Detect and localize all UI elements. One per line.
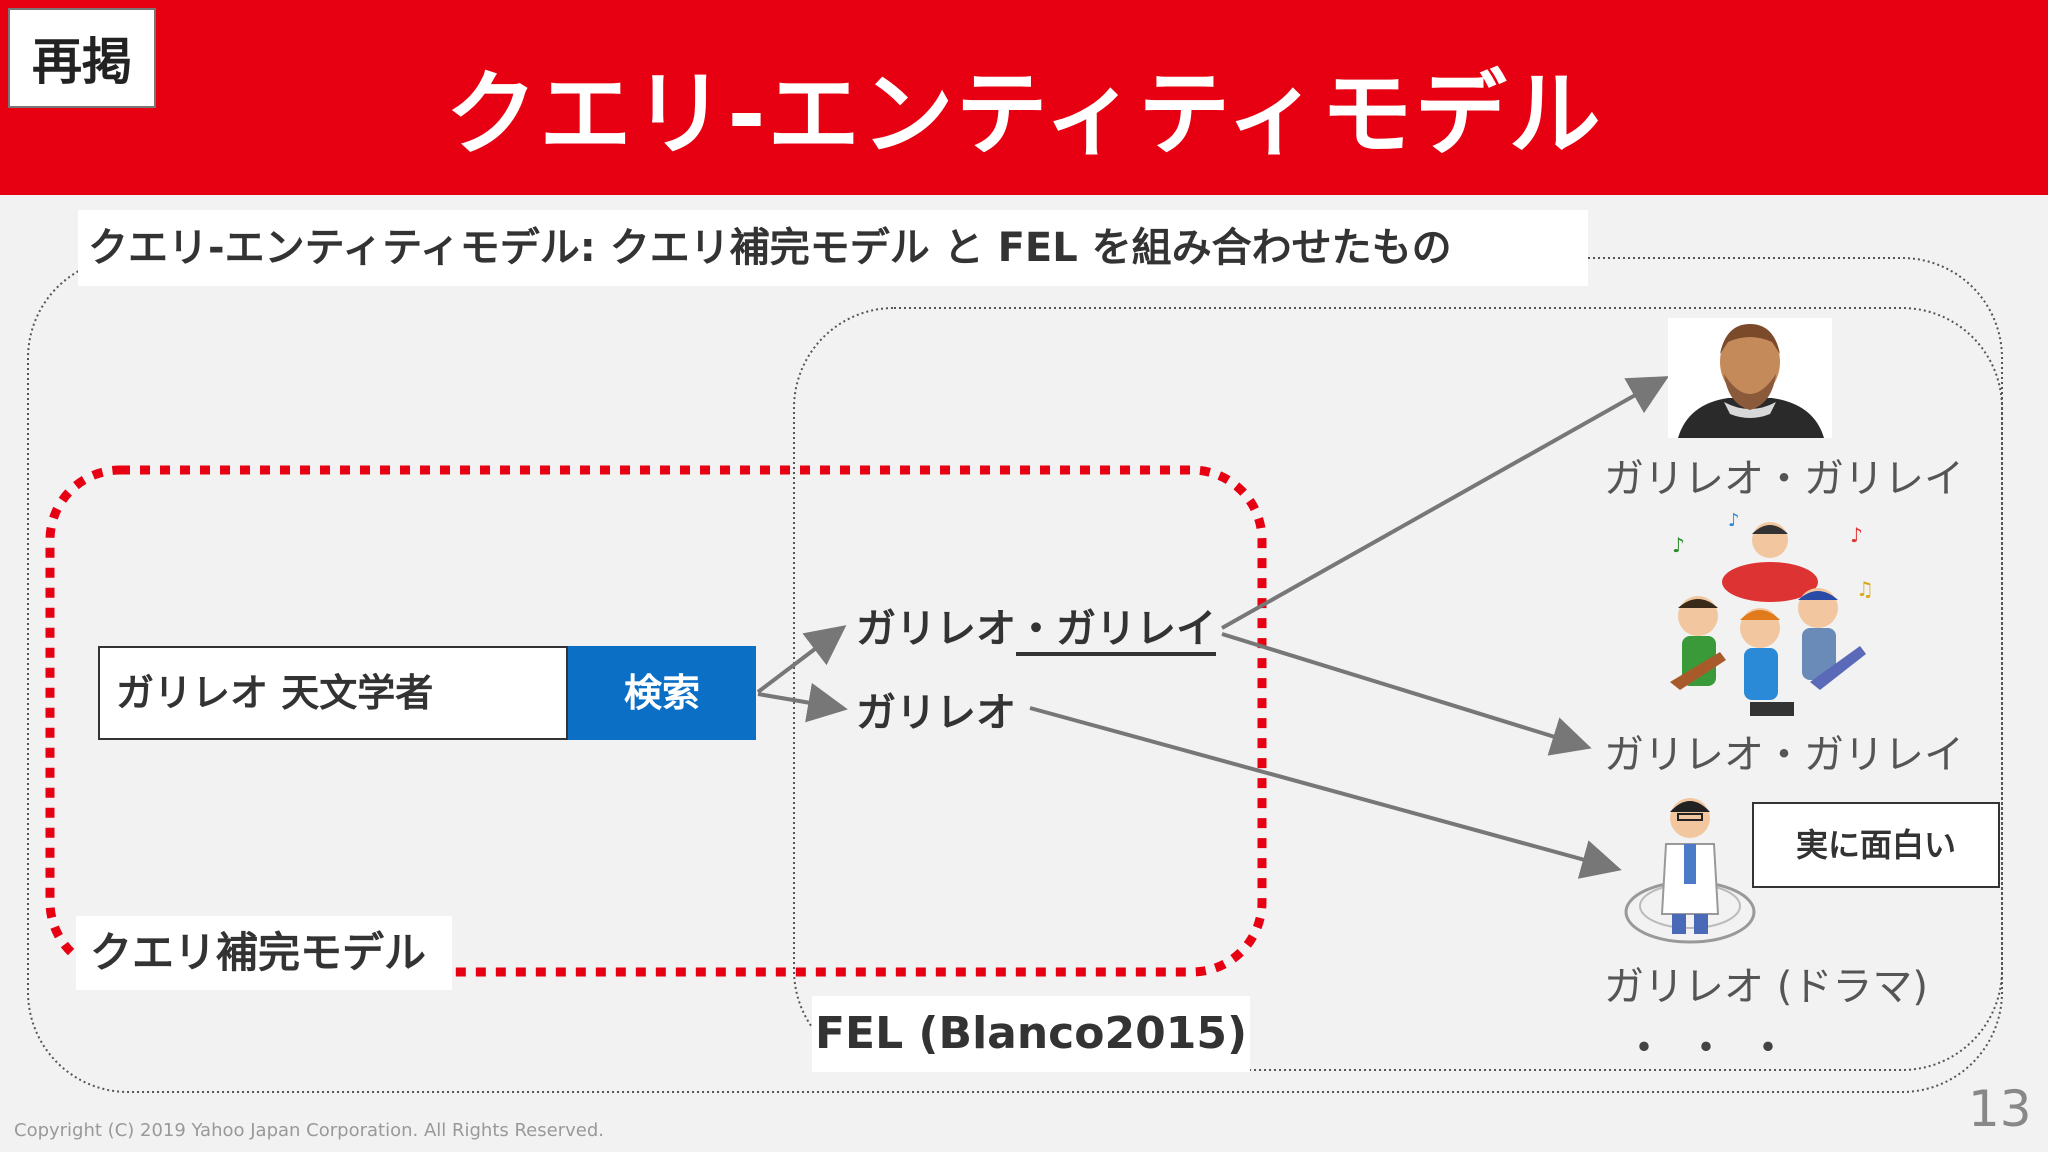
header-bar [0,0,2048,195]
band-illustration-icon: ♪ ♪ ♫ ♪ [1670,512,1874,716]
speech-bubble: 実に面白い [1752,802,2000,888]
entity-2-label: ガリレオ・ガリレイ [1604,732,1964,778]
arrow-to-entity-1 [1221,376,1669,630]
search-input[interactable]: ガリレオ 天文学者 [98,646,568,740]
candidate-1: ガリレオ・ガリレイ [856,596,1216,654]
arrow-to-candidate-1 [756,625,847,694]
arrow-to-entity-2 [1221,632,1592,756]
query-completion-label: クエリ補完モデル [76,916,452,990]
slide-title: クエリ-エンティティモデル [445,61,1603,168]
candidate-1-part2: ・ガリレイ [1016,606,1216,652]
arrow-to-entity-3 [1029,706,1622,879]
fel-label: FEL (Blanco2015) [812,996,1250,1072]
candidate-1-part1: ガリレオ [856,606,1016,652]
svg-text:♪: ♪ [1672,533,1685,557]
subtitle: クエリ-エンティティモデル: クエリ補完モデル と FEL を組み合わせたもの [78,210,1588,286]
query-completion-frame [45,465,1267,977]
svg-text:♪: ♪ [1850,523,1863,547]
svg-text:♪: ♪ [1728,512,1740,531]
arrow-to-candidate-2 [757,682,848,723]
entity-1-label: ガリレオ・ガリレイ [1604,456,1964,502]
fel-frame [793,307,2003,1071]
portrait-galileo-icon [1668,318,1832,438]
candidate-2: ガリレオ [856,690,1016,736]
entity-3-label: ガリレオ (ドラマ) [1604,964,1928,1010]
ellipsis: ・・・ [1622,1023,1808,1074]
svg-text:♫: ♫ [1856,577,1874,601]
search-button[interactable]: 検索 [568,646,756,740]
copyright: Copyright (C) 2019 Yahoo Japan Corporati… [14,1120,604,1141]
page-number: 13 [1968,1080,2032,1138]
scientist-illustration-icon [1624,798,1756,944]
repost-badge: 再掲 [8,8,156,108]
